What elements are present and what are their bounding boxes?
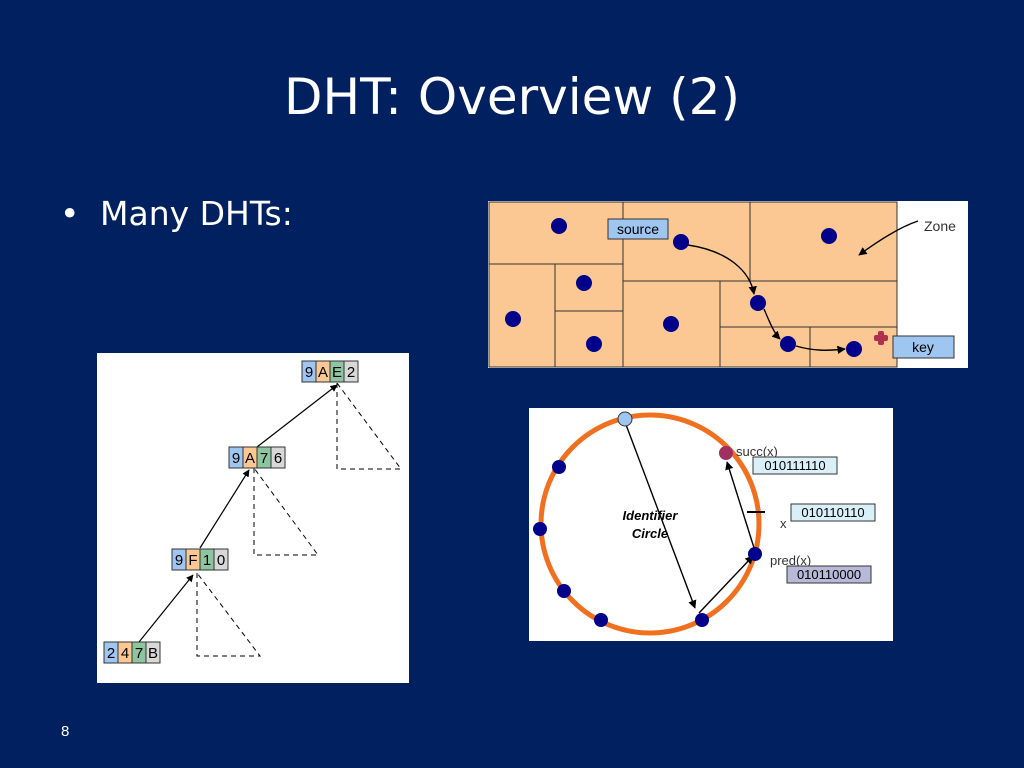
node-point: [780, 336, 796, 352]
succ-node: [719, 446, 733, 460]
chord-nodes: [533, 460, 762, 627]
chord-svg: Identifier Circle succ(x) 010111110 x 01…: [533, 411, 876, 636]
routing-path: [687, 220, 919, 355]
digit-label: A: [318, 364, 328, 381]
digit-cell: [145, 641, 161, 664]
x-id: 010110110: [801, 505, 864, 520]
node-point: [586, 336, 602, 352]
digit-label: 2: [107, 645, 115, 662]
node-point: [557, 584, 571, 598]
node-point: [551, 218, 567, 234]
x-id-box: [790, 503, 876, 522]
node-point: [821, 228, 837, 244]
chord-ring-diagram: Identifier Circle succ(x) 010111110 x 01…: [529, 408, 893, 641]
node-point: [663, 316, 679, 332]
digit-label: 1: [203, 552, 211, 569]
can-zone-svg: source Zone key: [488, 201, 956, 368]
finger-arrows: [624, 421, 756, 614]
source-label: source: [617, 221, 659, 237]
slide-title: DHT: Overview (2): [283, 68, 740, 126]
digit-label: 9: [175, 552, 183, 569]
succ-id: 010111110: [764, 458, 825, 473]
digit-label: 4: [121, 645, 129, 662]
routing-edges: [138, 384, 338, 643]
subtree-triangles: [196, 381, 402, 657]
digit-label: 0: [217, 552, 225, 569]
key-marker-icon: [874, 331, 888, 345]
lookup-start-node: [617, 411, 633, 427]
key-label: key: [912, 339, 934, 355]
node-point: [552, 460, 566, 474]
digit-label: 2: [347, 364, 355, 381]
node-point: [750, 295, 766, 311]
zone-label: Zone: [924, 218, 956, 234]
node-point: [695, 613, 709, 627]
pred-id: 010110000: [797, 567, 861, 582]
digit-label: 7: [260, 450, 268, 467]
digit-label: 6: [274, 450, 282, 467]
node-point: [846, 341, 862, 357]
digit-label: 9: [232, 450, 240, 467]
digit-cell: [270, 446, 286, 469]
source-node: [673, 234, 689, 250]
node-point: [533, 522, 547, 536]
zone-area: [488, 201, 898, 368]
bullet-item: • Many DHTs:: [60, 192, 293, 236]
bullet-text: Many DHTs:: [100, 194, 293, 233]
succ-label: succ(x): [736, 444, 778, 459]
key-label-box: [892, 335, 955, 359]
node-point: [576, 275, 592, 291]
circle-label-line1: Identifier: [623, 508, 679, 523]
digit-label: F: [188, 552, 197, 569]
digit-label: A: [245, 450, 255, 467]
can-nodes: [505, 218, 862, 357]
node-point: [594, 613, 608, 627]
digit-cell: [343, 360, 359, 383]
circle-label-line2: Circle: [632, 526, 668, 541]
can-zone-diagram: source Zone key: [488, 201, 968, 368]
node-point: [505, 311, 521, 327]
x-label: x: [780, 516, 787, 531]
digit-label: 7: [135, 645, 143, 662]
pred-id-box: [786, 565, 872, 584]
digit-cell: [213, 548, 229, 571]
slide-number: 8: [61, 723, 70, 740]
pred-label: pred(x): [770, 553, 811, 568]
bullet-dot-icon: •: [60, 194, 80, 233]
succ-id-box: [752, 456, 838, 475]
pred-node: [748, 547, 762, 561]
digit-label: E: [332, 364, 342, 381]
digit-label: 9: [305, 364, 313, 381]
digit-label: B: [148, 645, 158, 662]
source-label-box: [607, 218, 669, 240]
